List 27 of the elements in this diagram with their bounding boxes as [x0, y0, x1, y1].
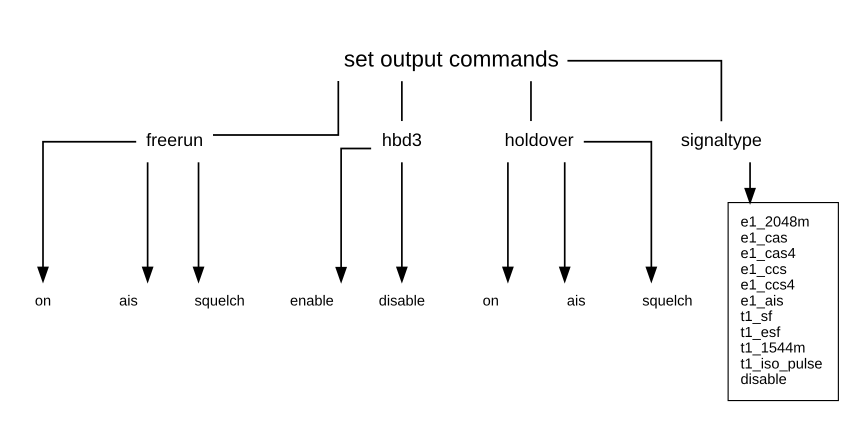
node-text: squelch: [194, 292, 245, 309]
node-text: enable: [290, 292, 334, 309]
node-text: on: [482, 292, 499, 309]
node-text: on: [34, 292, 52, 309]
arrow: [558, 162, 571, 284]
node-text: ais: [119, 292, 138, 309]
connector: [213, 80, 340, 136]
node-text: holdover: [504, 130, 574, 150]
node-text: set output commands: [344, 46, 559, 71]
connector: [401, 80, 403, 121]
connector: [567, 59, 722, 121]
arrow: [37, 140, 136, 283]
node-text: signaltype: [680, 130, 762, 150]
node-text: freerun: [146, 130, 204, 150]
arrow: [142, 162, 154, 284]
node-box: e1_2048m e1_cas e1_cas4 e1_ccs e1_ccs4 e1_ais t1_sf t1_esf t1_1544m t1_iso_pulse disable: [728, 201, 839, 401]
arrow: [335, 147, 372, 284]
arrow: [584, 140, 658, 283]
arrow: [744, 162, 756, 204]
connector: [530, 80, 532, 121]
arrow: [502, 162, 514, 284]
node-text: squelch: [642, 292, 693, 309]
node-text: ais: [566, 292, 586, 309]
node-text: hbd3: [382, 130, 422, 150]
arrow: [192, 162, 204, 284]
node-text: disable: [378, 292, 426, 309]
arrow: [396, 162, 408, 284]
